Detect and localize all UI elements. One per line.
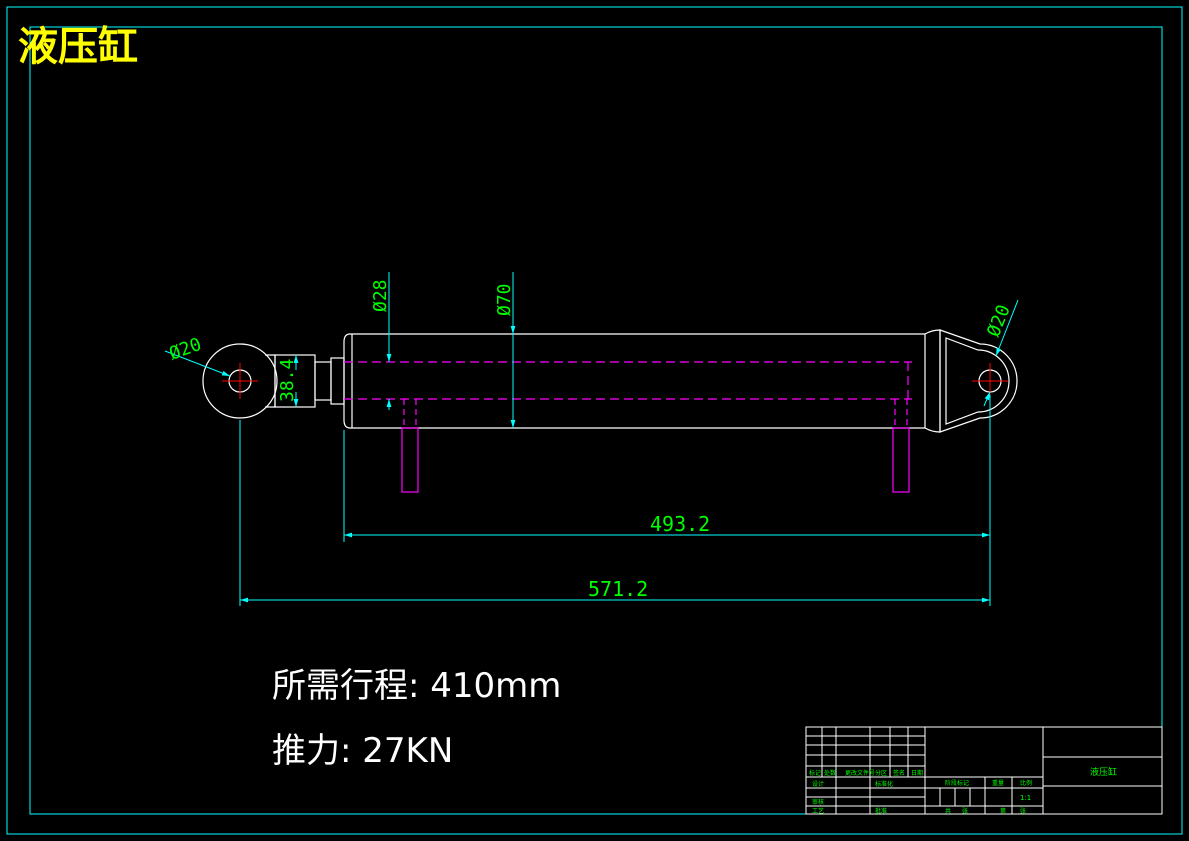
svg-text:分区: 分区 [875,769,887,777]
svg-text:签名: 签名 [893,769,905,777]
port-right [892,399,910,493]
dim-lines [164,272,1019,606]
svg-text:张: 张 [1020,807,1026,815]
dim-tail-eye: Ø20 [983,302,1015,340]
svg-text:张: 张 [962,807,968,815]
svg-text:阶段标记: 阶段标记 [945,779,969,787]
rod-eye [202,343,278,419]
note-stroke: 所需行程: 410mm [272,666,561,706]
dim-bore-dia: Ø70 [494,283,515,316]
outer-frame [6,6,1183,835]
svg-text:标准化: 标准化 [875,780,893,788]
tail-center [972,363,1008,399]
svg-text:比例: 比例 [1020,779,1032,787]
hidden-rod [344,361,912,400]
svg-text:标记: 标记 [809,769,821,777]
svg-text:处数: 处数 [824,769,836,777]
svg-text:设计: 设计 [812,780,824,788]
svg-text:工艺: 工艺 [812,807,824,815]
svg-text:1:1: 1:1 [1020,794,1031,802]
dim-rod-end-height: 38.4 [277,359,298,402]
svg-text:审核: 审核 [812,798,824,806]
svg-text:第: 第 [1000,807,1006,815]
svg-text:重量: 重量 [992,779,1004,787]
title-block [805,726,1163,815]
drawing-title: 液压缸 [18,23,138,70]
dim-rod-dia: Ø28 [370,279,391,312]
cylinder-barrel [343,333,926,429]
port-left [401,399,419,493]
svg-text:日期: 日期 [911,769,923,777]
dim-overall-length: 571.2 [588,577,648,601]
svg-text:更改文件号: 更改文件号 [845,769,875,777]
title-block-part-name: 液压缸 [1090,766,1117,778]
dim-rod-eye: Ø20 [167,334,205,365]
dim-cylinder-length: 493.2 [650,512,710,536]
svg-text:批准: 批准 [875,807,887,815]
note-thrust: 推力: 27KN [272,731,453,771]
svg-text:共: 共 [945,807,951,815]
title-block-labels: 标记 处数 更改文件号 分区 签名 日期 设计 标准化 审核 工艺 批准 阶段标… [809,766,1117,815]
inner-frame [29,26,1163,815]
